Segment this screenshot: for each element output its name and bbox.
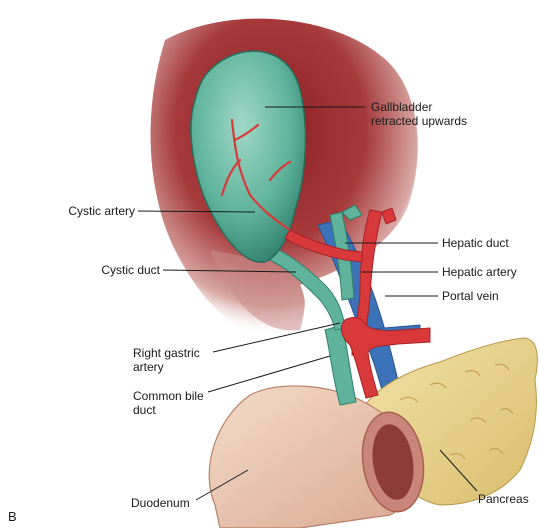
label-right-gastric-line2: artery [133,360,200,374]
label-common-bile-duct: Common bile duct [133,389,204,417]
label-right-gastric-line1: Right gastric [133,346,200,360]
label-gallbladder-line2: retracted upwards [371,114,467,128]
label-hepatic-artery: Hepatic artery [442,265,517,279]
label-gallbladder-line1: Gallbladder [371,100,467,114]
label-right-gastric-artery: Right gastric artery [133,346,200,374]
label-duodenum: Duodenum [131,496,190,510]
label-cystic-duct: Cystic duct [101,263,160,277]
panel-letter: B [8,510,17,524]
label-portal-vein: Portal vein [442,289,499,303]
label-gallbladder: Gallbladder retracted upwards [371,100,467,128]
label-common-bile-line2: duct [133,403,204,417]
label-pancreas: Pancreas [478,492,529,506]
label-cystic-artery: Cystic artery [68,204,135,218]
label-common-bile-line1: Common bile [133,389,204,403]
label-hepatic-duct: Hepatic duct [442,236,509,250]
